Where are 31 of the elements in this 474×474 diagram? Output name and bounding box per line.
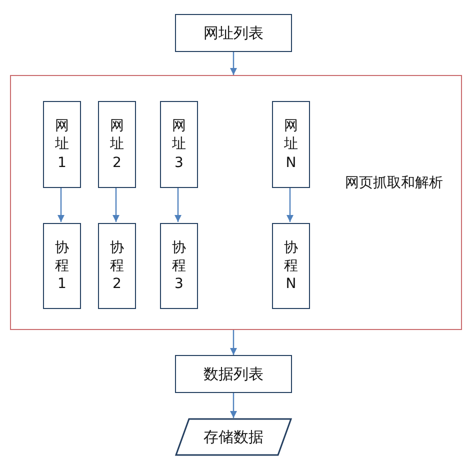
process-box xyxy=(43,101,81,188)
process-box xyxy=(160,101,198,188)
data-parallelogram xyxy=(175,418,292,456)
process-box xyxy=(175,14,292,52)
node-label: 网址1 xyxy=(55,117,69,172)
node-label: 网址N xyxy=(284,117,298,172)
process-box xyxy=(160,223,198,309)
node-label: 存储数据 xyxy=(204,428,264,446)
node-label: 协程N xyxy=(284,238,298,294)
arrow xyxy=(286,187,294,222)
arrow xyxy=(174,187,182,222)
process-box xyxy=(272,223,310,309)
node-label: 网址3 xyxy=(172,117,186,172)
node-label: 网址列表 xyxy=(204,24,264,42)
node-label: 协程3 xyxy=(172,238,186,294)
node-label: 数据列表 xyxy=(204,365,264,383)
group-frame xyxy=(10,75,462,330)
process-box xyxy=(43,223,81,309)
node-label: 网址2 xyxy=(110,117,124,172)
arrow xyxy=(230,330,237,355)
process-box xyxy=(272,101,310,188)
arrow xyxy=(230,52,237,75)
group-label: 网页抓取和解析 xyxy=(345,174,443,192)
process-box xyxy=(98,101,136,188)
node-label: 协程2 xyxy=(110,238,124,294)
arrow xyxy=(112,187,120,222)
node-label: 协程1 xyxy=(55,238,69,294)
process-box xyxy=(175,355,292,393)
arrow xyxy=(230,393,237,418)
process-box xyxy=(98,223,136,309)
arrow xyxy=(58,187,64,222)
